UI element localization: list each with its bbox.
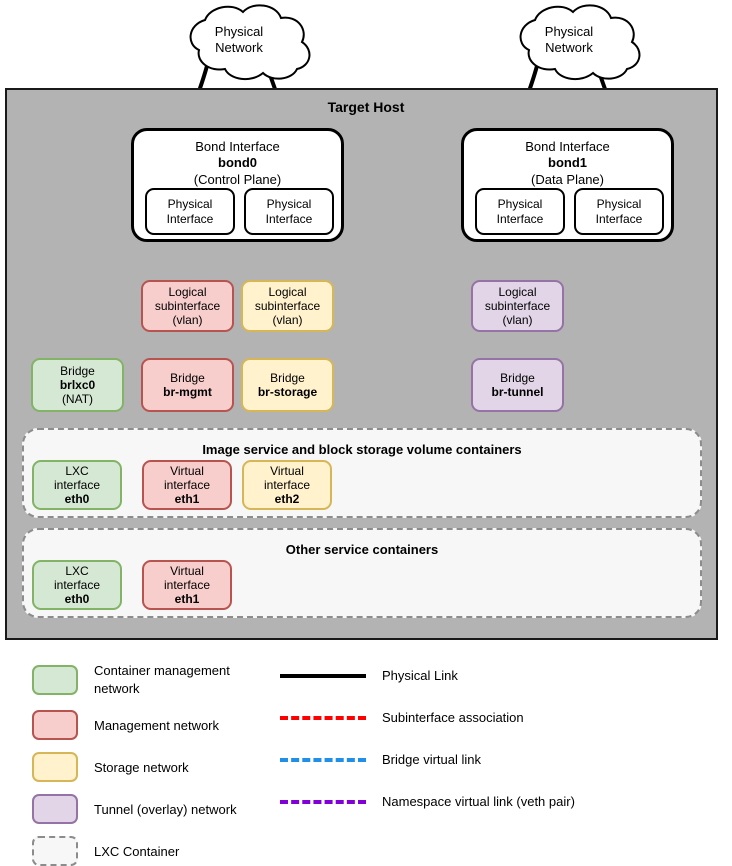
legend-subinterface-association: Subinterface association (280, 710, 524, 725)
legend-line-subinterface-association (280, 715, 366, 720)
legend-container-management: Container management network (32, 662, 272, 697)
legend-storage: Storage network (32, 752, 272, 782)
legend-label-container-management: Container management network (94, 663, 230, 696)
bond0-physical-interface-2: Physical Interface (244, 188, 334, 235)
legend-tunnel: Tunnel (overlay) network (32, 794, 292, 824)
subinterface-tunnel: Logical subinterface (vlan) (471, 280, 564, 332)
other-service-containers-title: Other service containers (285, 542, 439, 557)
legend-namespace-virtual-link: Namespace virtual link (veth pair) (280, 794, 575, 809)
legend-line-namespace-virtual-link (280, 799, 366, 804)
bridge-brlxc0: Bridge brlxc0 (NAT) (31, 358, 124, 412)
bridge-br-tunnel: Bridge br-tunnel (471, 358, 564, 412)
container1-interface-eth0: LXC interface eth0 (32, 460, 122, 510)
legend-label-management: Management network (94, 717, 220, 733)
cloud-left-line1: Physical (214, 24, 264, 39)
legend-label-tunnel: Tunnel (overlay) network (94, 801, 237, 817)
subinterface-storage: Logical subinterface (vlan) (241, 280, 334, 332)
cloud-right-line1: Physical (544, 24, 594, 39)
legend-label-subinterface-association: Subinterface association (382, 710, 524, 725)
legend-label-lxc-container: LXC Container (94, 843, 180, 859)
legend: Container management network Management … (0, 650, 732, 866)
legend-bridge-virtual-link: Bridge virtual link (280, 752, 481, 767)
legend-line-physical-link (280, 673, 366, 678)
bond0-physical-interface-1: Physical Interface (145, 188, 235, 235)
bond1-physical-interface-1: Physical Interface (475, 188, 565, 235)
bridge-br-mgmt: Bridge br-mgmt (141, 358, 234, 412)
bridge-br-storage: Bridge br-storage (241, 358, 334, 412)
bond0-box: Bond Interface bond0 (Control Plane) Phy… (131, 128, 344, 242)
legend-swatch-container-management (32, 664, 78, 695)
container2-interface-eth0: LXC interface eth0 (32, 560, 122, 610)
cloud-right-label: Physical Network (508, 24, 630, 57)
legend-management: Management network (32, 710, 272, 740)
cloud-right-line2: Network (545, 40, 593, 56)
cloud-left-line2: Network (215, 40, 263, 56)
legend-label-namespace-virtual-link: Namespace virtual link (veth pair) (382, 794, 575, 809)
container2-interface-eth1: Virtual interface eth1 (142, 560, 232, 610)
image-block-storage-containers-title: Image service and block storage volume c… (202, 442, 522, 457)
image-block-storage-containers-panel: Image service and block storage volume c… (22, 428, 702, 518)
legend-label-bridge-virtual-link: Bridge virtual link (382, 752, 481, 767)
bond1-title-block: Bond Interface bond1 (Data Plane) (464, 139, 671, 188)
legend-label-physical-link: Physical Link (382, 668, 458, 683)
legend-swatch-lxc-container (32, 836, 78, 866)
legend-swatch-management (32, 710, 78, 740)
bond1-physical-interface-2: Physical Interface (574, 188, 664, 235)
bond1-role: (Data Plane) (531, 171, 604, 187)
legend-label-storage: Storage network (94, 759, 189, 775)
bond0-id: bond0 (218, 155, 257, 171)
legend-lxc-container: LXC Container (32, 836, 272, 866)
legend-physical-link: Physical Link (280, 668, 458, 683)
subinterface-mgmt: Logical subinterface (vlan) (141, 280, 234, 332)
page-title: Target Host (327, 99, 405, 115)
legend-swatch-storage (32, 752, 78, 782)
bond0-role: (Control Plane) (193, 171, 282, 187)
bond1-title: Bond Interface (525, 139, 610, 154)
bond0-title: Bond Interface (195, 139, 280, 154)
other-service-containers-panel: Other service containers (22, 528, 702, 618)
bond1-id: bond1 (548, 155, 587, 171)
legend-swatch-tunnel (32, 794, 78, 824)
bond0-title-block: Bond Interface bond0 (Control Plane) (134, 139, 341, 188)
cloud-left-label: Physical Network (178, 24, 300, 57)
legend-line-bridge-virtual-link (280, 757, 366, 762)
bond1-box: Bond Interface bond1 (Data Plane) Physic… (461, 128, 674, 242)
container1-interface-eth2: Virtual interface eth2 (242, 460, 332, 510)
container1-interface-eth1: Virtual interface eth1 (142, 460, 232, 510)
